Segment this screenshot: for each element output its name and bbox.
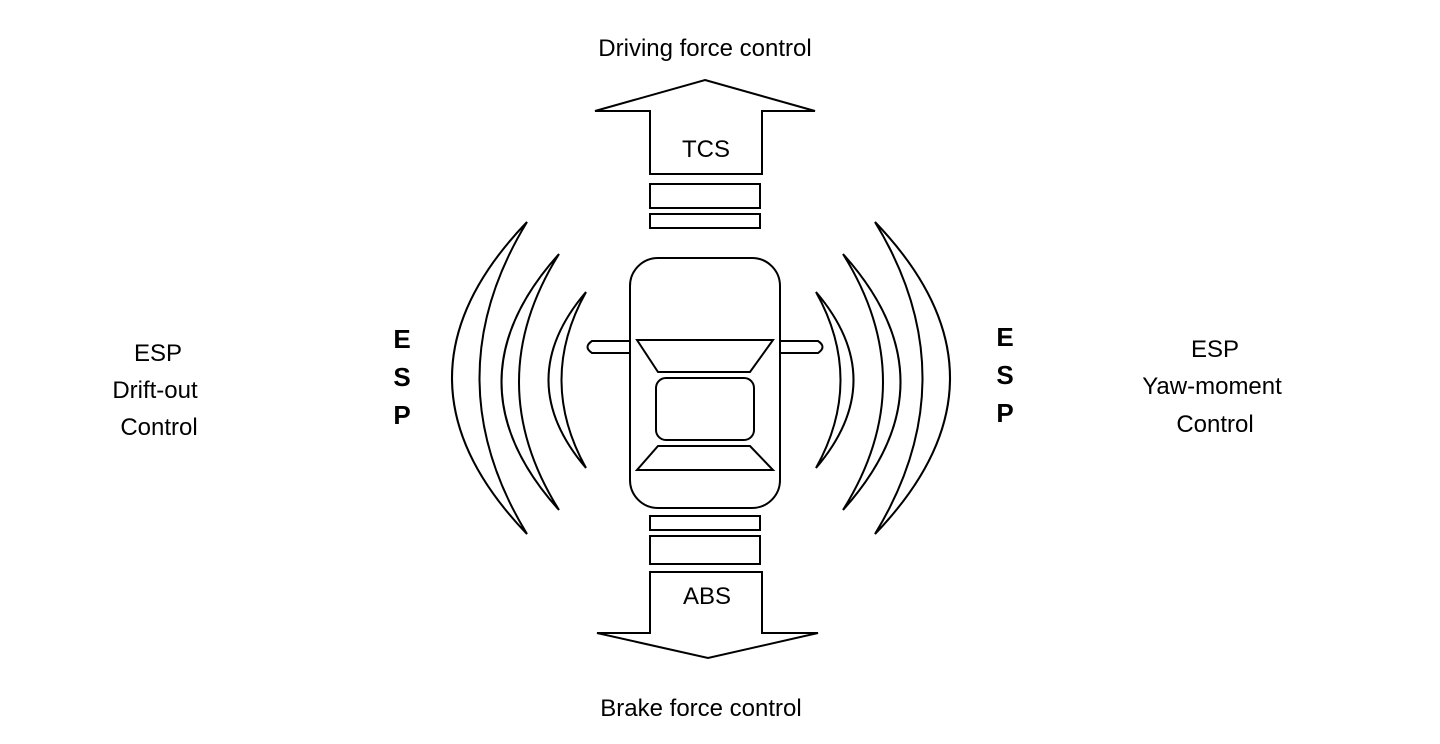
tcs-label: TCS xyxy=(682,136,730,163)
right-esp-letter: E xyxy=(996,322,1013,352)
car-top-view-icon xyxy=(586,257,824,509)
right-esp-letter: P xyxy=(996,398,1013,428)
arrow-down-icon xyxy=(596,571,819,660)
right-label-line: ESP xyxy=(1191,336,1239,363)
right-esp-letter: S xyxy=(996,360,1013,390)
left-label-line: Control xyxy=(120,414,197,441)
upper-bar-small xyxy=(649,213,761,229)
drift-out-control-label: ESP Drift-out Control xyxy=(112,340,198,441)
left-label-line: ESP xyxy=(134,340,182,367)
right-yaw-arcs xyxy=(815,221,951,535)
left-esp-vertical: E S P xyxy=(393,324,410,430)
left-yaw-arcs xyxy=(451,221,587,535)
arrow-up-icon xyxy=(594,78,816,175)
left-esp-letter: P xyxy=(393,400,410,430)
right-label-line: Yaw-moment xyxy=(1142,373,1282,400)
brake-force-label: Brake force control xyxy=(600,695,801,722)
driving-force-label: Driving force control xyxy=(598,35,811,62)
abs-label: ABS xyxy=(683,583,731,610)
right-label-line: Control xyxy=(1176,411,1253,438)
left-esp-letter: E xyxy=(393,324,410,354)
right-esp-vertical: E S P xyxy=(996,322,1013,428)
left-esp-letter: S xyxy=(393,362,410,392)
yaw-moment-control-label: ESP Yaw-moment Control xyxy=(1142,336,1282,438)
upper-bar-large xyxy=(649,183,761,209)
left-label-line: Drift-out xyxy=(112,377,198,404)
lower-bar-large xyxy=(649,535,761,565)
lower-bar-small xyxy=(649,515,761,531)
